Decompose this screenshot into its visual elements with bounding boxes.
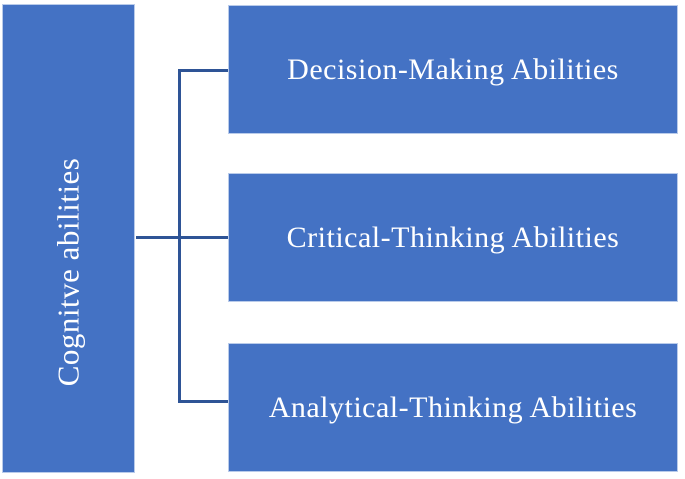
child-node-decision-making: Decision-Making Abilities (228, 5, 678, 134)
child-node-label: Analytical-Thinking Abilities (268, 390, 638, 424)
root-node-cognitive-abilities: Cognitve abilities (2, 4, 135, 473)
child-node-label: Critical-Thinking Abilities (286, 220, 620, 254)
connector-branch-top (178, 69, 228, 72)
root-node-label: Cognitve abilities (50, 157, 86, 386)
connector-branch-middle (136, 236, 228, 239)
child-node-critical-thinking: Critical-Thinking Abilities (228, 173, 678, 302)
child-node-label: Decision-Making Abilities (287, 52, 619, 86)
child-node-analytical-thinking: Analytical-Thinking Abilities (228, 343, 678, 472)
connector-branch-bottom (178, 400, 228, 403)
